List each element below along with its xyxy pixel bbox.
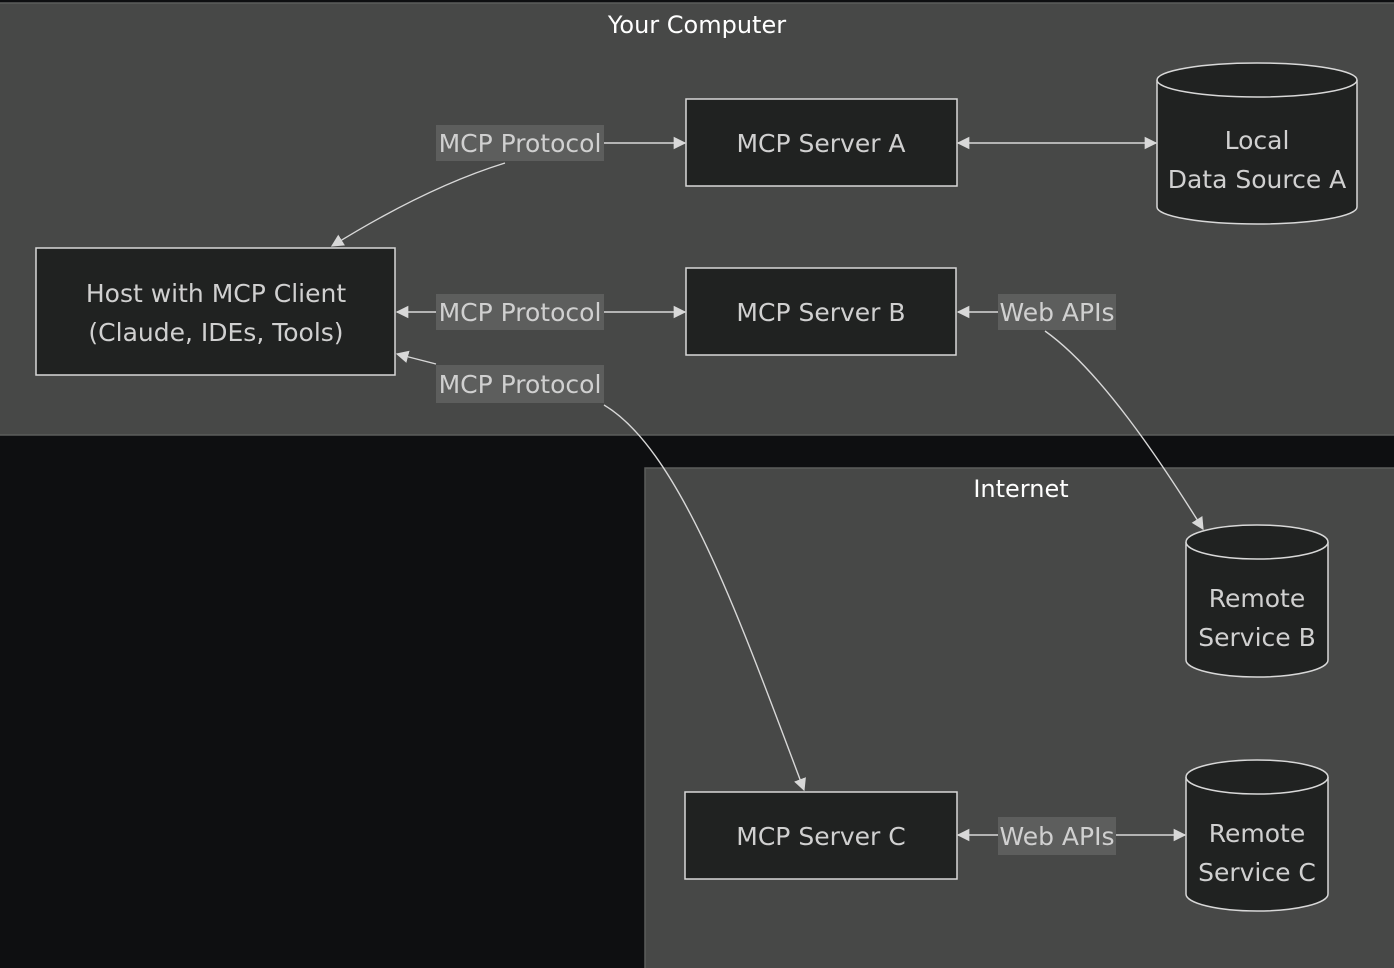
edge-label-web-apis-c: Web APIs bbox=[998, 817, 1116, 855]
edge-host-server-c-curve bbox=[603, 404, 806, 792]
edge-host-server-c-left bbox=[395, 350, 437, 365]
edges bbox=[330, 136, 1204, 842]
node-server-a-label: MCP Server A bbox=[736, 129, 905, 158]
node-mcp-server-c[interactable]: MCP Server C bbox=[684, 791, 958, 880]
edge-label-text: Web APIs bbox=[999, 822, 1114, 851]
edge-label-text: MCP Protocol bbox=[439, 370, 602, 399]
edge-host-server-a-curve bbox=[330, 162, 506, 247]
node-local-data-line-1: Local bbox=[1225, 126, 1290, 155]
node-remote-b-line-2: Service B bbox=[1198, 623, 1316, 652]
node-server-c-label: MCP Server C bbox=[736, 822, 905, 851]
node-mcp-server-a[interactable]: MCP Server A bbox=[685, 98, 958, 187]
edge-label-mcp-protocol-a: MCP Protocol bbox=[436, 125, 604, 161]
node-host-line-2: (Claude, IDEs, Tools) bbox=[88, 318, 343, 347]
node-host[interactable]: Host with MCP Client (Claude, IDEs, Tool… bbox=[35, 247, 396, 376]
edge-label-mcp-protocol-c: MCP Protocol bbox=[436, 365, 604, 403]
node-remote-c-line-2: Service C bbox=[1198, 858, 1316, 887]
node-remote-service-c[interactable]: Remote Service C bbox=[1185, 759, 1329, 912]
node-remote-c-line-1: Remote bbox=[1209, 819, 1305, 848]
node-remote-service-b[interactable]: Remote Service B bbox=[1185, 524, 1329, 678]
edge-label-web-apis-b: Web APIs bbox=[998, 294, 1116, 330]
edge-label-text: MCP Protocol bbox=[439, 129, 602, 158]
edge-label-mcp-protocol-b: MCP Protocol bbox=[436, 294, 604, 330]
node-host-line-1: Host with MCP Client bbox=[86, 279, 346, 308]
cluster-label-your-computer: Your Computer bbox=[607, 11, 786, 39]
edge-label-text: Web APIs bbox=[999, 298, 1114, 327]
node-local-data-source-a[interactable]: Local Data Source A bbox=[1156, 62, 1358, 225]
node-server-b-label: MCP Server B bbox=[736, 298, 905, 327]
node-mcp-server-b[interactable]: MCP Server B bbox=[685, 267, 957, 356]
cluster-label-internet: Internet bbox=[973, 475, 1068, 503]
edge-webapi-remote-b bbox=[1044, 330, 1204, 531]
edge-label-text: MCP Protocol bbox=[439, 298, 602, 327]
node-remote-b-line-1: Remote bbox=[1209, 584, 1305, 613]
node-local-data-line-2: Data Source A bbox=[1168, 165, 1347, 194]
